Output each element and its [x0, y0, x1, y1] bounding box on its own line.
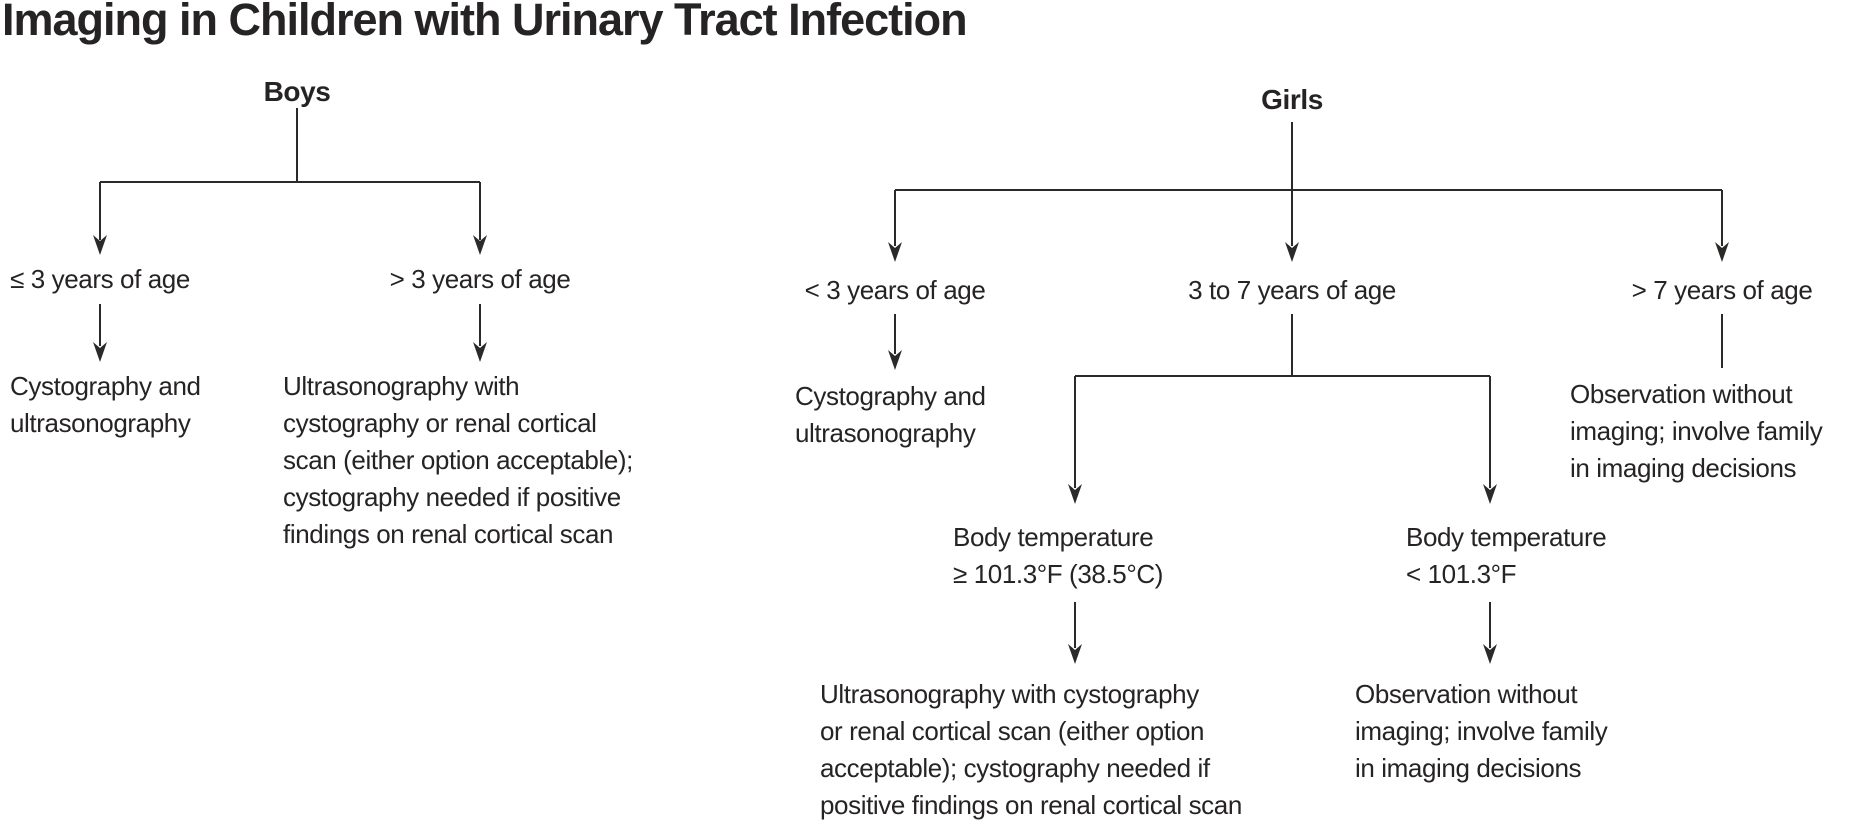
temp-high-outcome: Ultrasonography with cystography or rena…	[820, 679, 1242, 820]
arrowhead	[93, 235, 107, 255]
girls-lt3-outcome: Cystography and ultrasonography	[795, 381, 986, 448]
arrowhead	[93, 342, 107, 362]
girls-branch-gt7-label: > 7 years of age	[1631, 275, 1813, 305]
arrowhead	[888, 242, 902, 262]
boys-tree-root-label: Boys	[263, 76, 331, 107]
boys-branch-le3-label: ≤ 3 years of age	[10, 264, 190, 294]
temp-high-label: Body temperature ≥ 101.3°F (38.5°C)	[953, 522, 1163, 589]
girls-branch-3to7-label: 3 to 7 years of age	[1188, 275, 1396, 305]
boys-branch-gt3-label: > 3 years of age	[389, 264, 571, 294]
boys-le3-outcome: Cystography and ultrasonography	[10, 371, 201, 438]
temp-low-label: Body temperature < 101.3°F	[1406, 522, 1607, 589]
girls-gt7-outcome: Observation without imaging; involve fam…	[1570, 379, 1823, 483]
arrowhead	[888, 350, 902, 370]
arrowhead	[473, 235, 487, 255]
girls-tree-root-label: Girls	[1261, 84, 1323, 115]
girls-branch-lt3-label: < 3 years of age	[804, 275, 986, 305]
boys-gt3-outcome: Ultrasonography with cystography or rena…	[283, 371, 633, 549]
page-title: Imaging in Children with Urinary Tract I…	[2, 0, 968, 45]
arrowhead	[1483, 644, 1497, 664]
arrowhead	[1068, 484, 1082, 504]
arrowhead	[1483, 484, 1497, 504]
temp-low-outcome: Observation without imaging; involve fam…	[1355, 679, 1608, 783]
arrowhead	[473, 342, 487, 362]
arrowhead	[1285, 242, 1299, 262]
arrowhead	[1715, 242, 1729, 262]
arrowhead	[1068, 644, 1082, 664]
